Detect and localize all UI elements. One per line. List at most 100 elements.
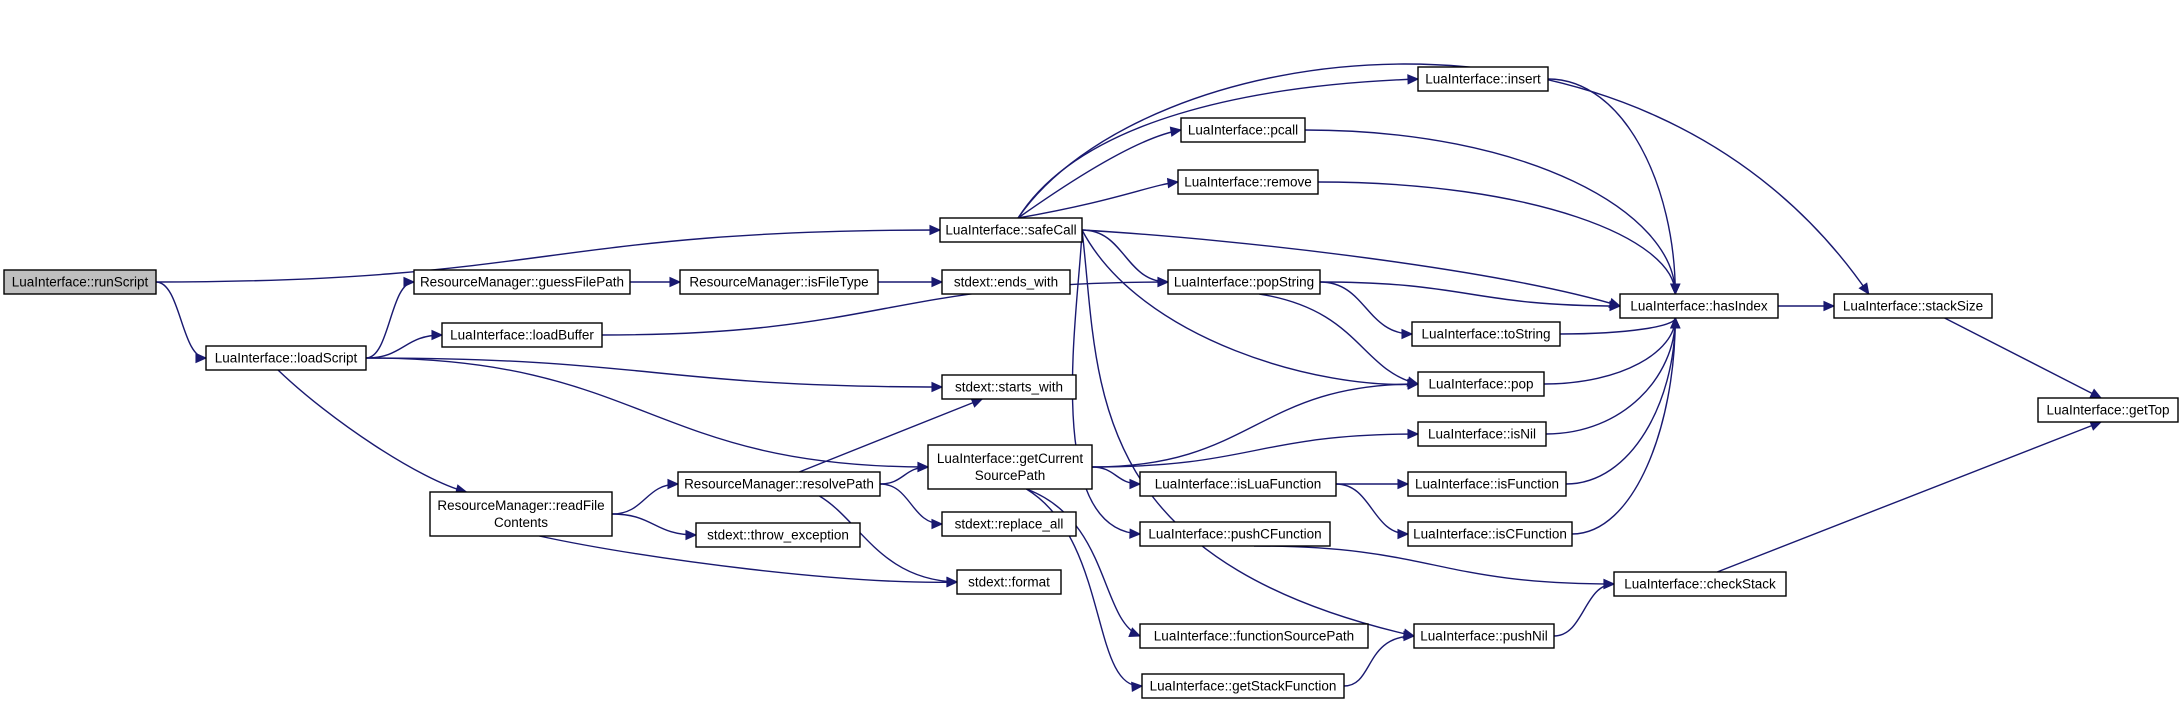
node-isFileType[interactable]: ResourceManager::isFileType bbox=[679, 269, 879, 295]
nodes-layer: LuaInterface::runScriptLuaInterface::loa… bbox=[3, 66, 2179, 699]
node-box-stackSize[interactable] bbox=[1833, 293, 1993, 319]
edge-safeCall-to-pop bbox=[1081, 229, 1419, 386]
node-label-readFileContents: ResourceManager::readFile bbox=[437, 498, 604, 513]
edge-insert-to-hasIndex bbox=[1547, 78, 1676, 295]
node-box-isFileType[interactable] bbox=[679, 269, 879, 295]
node-box-getCurrentSourcePath[interactable] bbox=[927, 444, 1093, 490]
node-runScript[interactable]: LuaInterface::runScript bbox=[3, 269, 157, 295]
node-guessFilePath[interactable]: ResourceManager::guessFilePath bbox=[413, 269, 631, 295]
edge-isLuaFunction-to-isFunction-arrowhead bbox=[1397, 478, 1410, 490]
node-getStackFunction[interactable]: LuaInterface::getStackFunction bbox=[1141, 673, 1345, 699]
edge-loadScript-to-guessFilePath-arrowhead bbox=[403, 276, 416, 288]
edge-popString-to-hasIndex-arrowhead bbox=[1609, 300, 1622, 312]
node-safeCall[interactable]: LuaInterface::safeCall bbox=[939, 217, 1083, 243]
edge-resolvePath-to-replace_all-arrowhead bbox=[931, 518, 944, 530]
edge-getStackFunction-to-pushNil-arrowhead bbox=[1403, 630, 1416, 642]
node-isLuaFunction[interactable]: LuaInterface::isLuaFunction bbox=[1139, 471, 1337, 497]
edge-resolvePath-to-getCurrentSourcePath-arrowhead bbox=[917, 461, 930, 473]
edge-isLuaFunction-to-isCFunction bbox=[1335, 483, 1409, 535]
node-pushNil[interactable]: LuaInterface::pushNil bbox=[1413, 623, 1555, 649]
node-pop[interactable]: LuaInterface::pop bbox=[1417, 371, 1545, 397]
edge-loadScript-to-starts_with-arrowhead bbox=[931, 381, 944, 393]
edge-isCFunction-to-hasIndex bbox=[1571, 317, 1676, 535]
node-box-replace_all[interactable] bbox=[941, 511, 1077, 537]
edges-layer bbox=[155, 63, 2103, 693]
node-box-isNil[interactable] bbox=[1417, 421, 1547, 447]
edge-getCurrentSourcePath-to-functionSourcePath bbox=[1026, 488, 1141, 637]
node-label-isCFunction: LuaInterface::isCFunction bbox=[1413, 527, 1567, 542]
node-format[interactable]: stdext::format bbox=[956, 569, 1062, 595]
node-insert[interactable]: LuaInterface::insert bbox=[1417, 66, 1549, 92]
edge-safeCall-to-stackSize bbox=[1017, 63, 1870, 295]
node-loadScript[interactable]: LuaInterface::loadScript bbox=[205, 345, 367, 371]
node-label-loadScript: LuaInterface::loadScript bbox=[215, 351, 358, 366]
edge-getCurrentSourcePath-to-functionSourcePath-arrowhead bbox=[1128, 627, 1142, 637]
node-functionSourcePath[interactable]: LuaInterface::functionSourcePath bbox=[1139, 623, 1369, 649]
node-getTop[interactable]: LuaInterface::getTop bbox=[2037, 397, 2179, 423]
node-checkStack[interactable]: LuaInterface::checkStack bbox=[1613, 571, 1787, 597]
node-box-pop[interactable] bbox=[1417, 371, 1545, 397]
node-pushCFunction[interactable]: LuaInterface::pushCFunction bbox=[1139, 521, 1331, 547]
node-box-functionSourcePath[interactable] bbox=[1139, 623, 1369, 649]
node-box-toString[interactable] bbox=[1411, 321, 1561, 347]
node-throw_exception[interactable]: stdext::throw_exception bbox=[695, 522, 861, 548]
edge-safeCall-to-pcall-arrowhead bbox=[1169, 126, 1183, 137]
edge-loadScript-to-starts_with bbox=[365, 357, 943, 388]
node-resolvePath[interactable]: ResourceManager::resolvePath bbox=[677, 471, 881, 497]
node-isNil[interactable]: LuaInterface::isNil bbox=[1417, 421, 1547, 447]
node-box-hasIndex[interactable] bbox=[1619, 293, 1779, 319]
node-box-popString[interactable] bbox=[1167, 269, 1321, 295]
node-label-popString: LuaInterface::popString bbox=[1174, 275, 1314, 290]
edge-resolvePath-to-replace_all bbox=[879, 483, 943, 525]
node-box-pushNil[interactable] bbox=[1413, 623, 1555, 649]
node-box-format[interactable] bbox=[956, 569, 1062, 595]
node-box-readFileContents[interactable] bbox=[429, 491, 613, 537]
node-hasIndex[interactable]: LuaInterface::hasIndex bbox=[1619, 293, 1779, 319]
node-isFunction[interactable]: LuaInterface::isFunction bbox=[1407, 471, 1567, 497]
node-box-pushCFunction[interactable] bbox=[1139, 521, 1331, 547]
edge-remove-to-hasIndex bbox=[1317, 181, 1676, 295]
edge-stackSize-to-getTop-arrowhead bbox=[2089, 388, 2103, 399]
node-box-runScript[interactable] bbox=[3, 269, 157, 295]
node-toString[interactable]: LuaInterface::toString bbox=[1411, 321, 1561, 347]
edge-readFileContents-to-throw_exception-arrowhead bbox=[685, 529, 698, 541]
node-box-getTop[interactable] bbox=[2037, 397, 2179, 423]
node-ends_with[interactable]: stdext::ends_with bbox=[941, 269, 1071, 295]
node-box-resolvePath[interactable] bbox=[677, 471, 881, 497]
node-box-insert[interactable] bbox=[1417, 66, 1549, 92]
node-label-isLuaFunction: LuaInterface::isLuaFunction bbox=[1155, 477, 1322, 492]
edge-safeCall-to-popString-arrowhead bbox=[1157, 276, 1170, 288]
node-box-ends_with[interactable] bbox=[941, 269, 1071, 295]
node-remove[interactable]: LuaInterface::remove bbox=[1177, 169, 1319, 195]
node-isCFunction[interactable]: LuaInterface::isCFunction bbox=[1407, 521, 1573, 547]
edge-stackSize-to-getTop bbox=[1944, 317, 2102, 399]
node-label-getTop: LuaInterface::getTop bbox=[2046, 403, 2169, 418]
node-box-starts_with[interactable] bbox=[941, 374, 1077, 400]
edge-readFileContents-to-format bbox=[539, 535, 958, 583]
node-label-runScript: LuaInterface::runScript bbox=[12, 275, 149, 290]
node-box-safeCall[interactable] bbox=[939, 217, 1083, 243]
node-box-pcall[interactable] bbox=[1180, 117, 1306, 143]
node-starts_with[interactable]: stdext::starts_with bbox=[941, 374, 1077, 400]
node-loadBuffer[interactable]: LuaInterface::loadBuffer bbox=[441, 322, 603, 348]
node-replace_all[interactable]: stdext::replace_all bbox=[941, 511, 1077, 537]
node-box-loadScript[interactable] bbox=[205, 345, 367, 371]
node-box-isCFunction[interactable] bbox=[1407, 521, 1573, 547]
node-box-remove[interactable] bbox=[1177, 169, 1319, 195]
node-label-format: stdext::format bbox=[968, 575, 1050, 590]
node-label-loadBuffer: LuaInterface::loadBuffer bbox=[450, 328, 594, 343]
node-box-throw_exception[interactable] bbox=[695, 522, 861, 548]
node-box-getStackFunction[interactable] bbox=[1141, 673, 1345, 699]
node-box-loadBuffer[interactable] bbox=[441, 322, 603, 348]
node-box-isFunction[interactable] bbox=[1407, 471, 1567, 497]
edge-getCurrentSourcePath-to-isNil bbox=[1091, 433, 1419, 468]
node-box-isLuaFunction[interactable] bbox=[1139, 471, 1337, 497]
node-pcall[interactable]: LuaInterface::pcall bbox=[1180, 117, 1306, 143]
node-popString[interactable]: LuaInterface::popString bbox=[1167, 269, 1321, 295]
node-stackSize[interactable]: LuaInterface::stackSize bbox=[1833, 293, 1993, 319]
node-box-guessFilePath[interactable] bbox=[413, 269, 631, 295]
node-box-checkStack[interactable] bbox=[1613, 571, 1787, 597]
